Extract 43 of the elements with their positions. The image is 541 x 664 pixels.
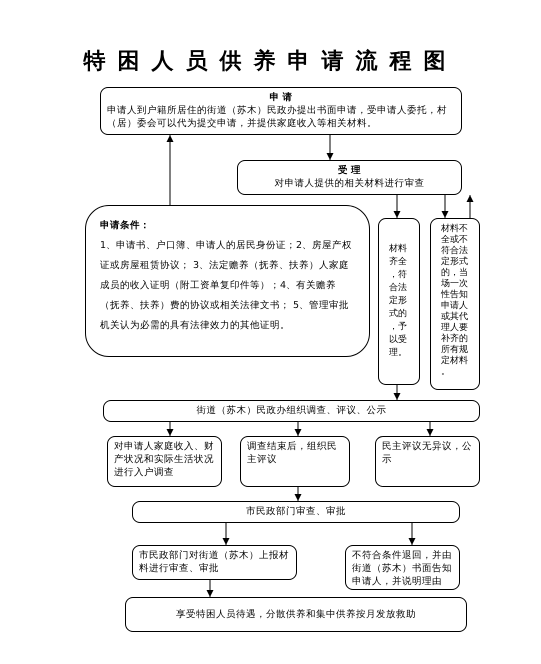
box-text: 调查结束后，组织民主评议 (247, 440, 338, 466)
arrow (426, 422, 434, 436)
process-box (107, 436, 222, 487)
arrow (166, 422, 174, 436)
process-box (132, 545, 297, 580)
arrow (408, 522, 416, 546)
arrow (394, 384, 400, 400)
process-box (132, 501, 460, 523)
arrow (442, 194, 448, 218)
box-text: 民主评议无异议，公示 (382, 440, 473, 466)
process-box (237, 160, 462, 195)
arrow (166, 134, 174, 206)
arrow (326, 134, 334, 160)
box-text: 对申请人提供的相关材料进行审查 (274, 177, 426, 190)
arrow (394, 194, 400, 218)
box-text: 1、申请书、户口簿、申请人的居民身份证；2、房屋产权证或房屋租赁协议； 3、法定赡养（抚养、扶养）人家庭成员的收入证明（附工资单复印件等）；4、有关赡养（抚养、扶养）费的协议或相关法律文书； 5、管理审批机关认为必需的具有法律效力的其他证明。 (100, 239, 354, 333)
box-heading: 申请条件： (100, 219, 151, 233)
box-text: 材料不全或不符合法定形式的，当场一次性告知申请人或其代理人要补齐的所有规定材料。 (441, 224, 469, 378)
arrow (466, 194, 474, 218)
box-text: 材料齐全，符合法定形式的，予以受理。 (389, 243, 408, 360)
box-text: 市民政部门审查、审批 (245, 505, 347, 518)
process-box (125, 597, 467, 632)
box-text: 申请人到户籍所居住的街道（苏木）民政办提出书面申请，受申请人委托，村（居）委会可以代为提交申请，并提供家庭收入等相关材料。 (107, 104, 448, 130)
box-text: 街道（苏木）民政办组织调查、评议、公示 (196, 404, 388, 417)
box-text: 对申请人家庭收入、财产状况和实际生活状况进行入户调查 (114, 440, 215, 479)
process-box (345, 545, 460, 590)
box-text: 不符合条件退回，并由街道（苏木）书面告知申请人，并说明理由 (352, 549, 453, 588)
title: 特困人员供养申请流程图 (82, 47, 458, 76)
arrow (294, 486, 302, 502)
process-box (240, 436, 350, 487)
process-box (100, 87, 462, 135)
process-box (430, 218, 480, 390)
arrow (206, 580, 214, 598)
box-heading: 申 请 (268, 91, 294, 104)
box-heading: 受 理 (336, 164, 362, 177)
process-box (85, 205, 370, 357)
box-text: 享受特困人员待遇，分散供养和集中供养按月发放救助 (176, 608, 416, 621)
process-box (375, 436, 480, 487)
arrow (222, 522, 230, 546)
process-box (378, 218, 420, 385)
arrow (294, 422, 302, 436)
box-text: 市民政部门对街道（苏木）上报材料进行审查、审批 (139, 549, 290, 575)
process-box (103, 400, 480, 422)
